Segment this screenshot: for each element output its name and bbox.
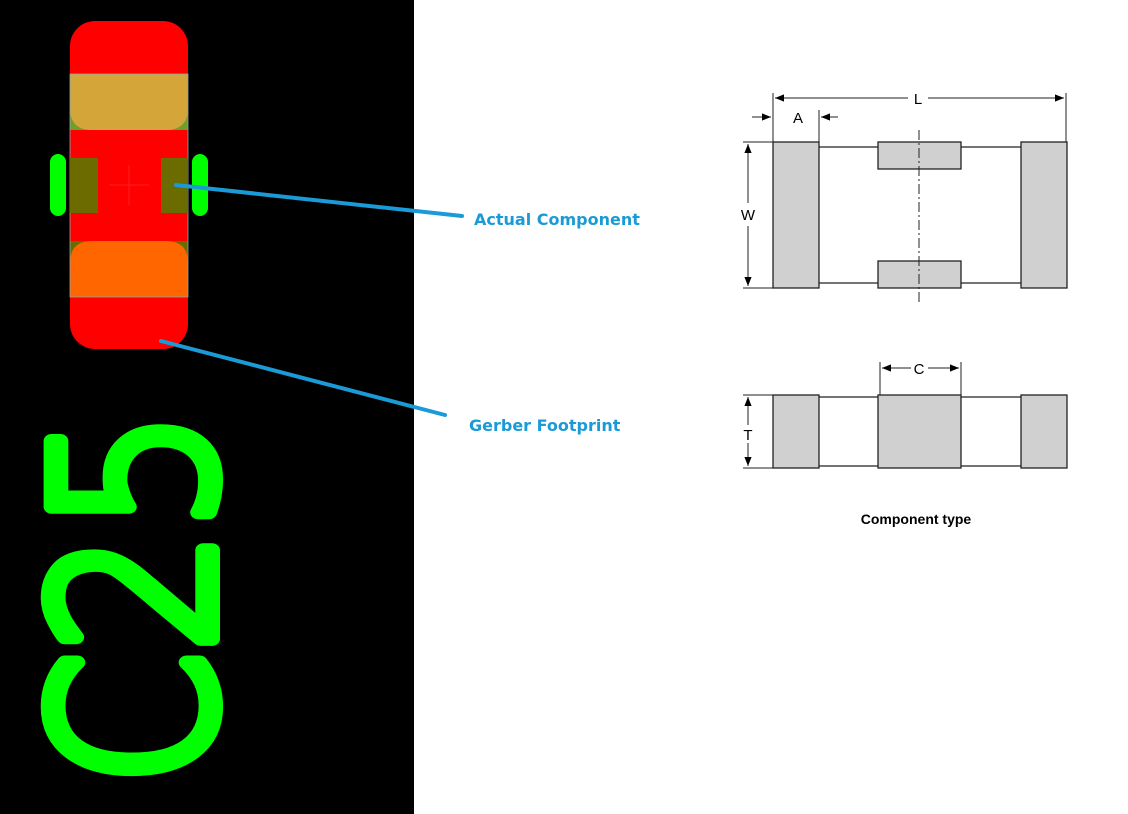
- center-cross-icon: [109, 165, 149, 205]
- gerber-footprint-label: Gerber Footprint: [469, 416, 621, 435]
- dim-T-label: T: [743, 427, 752, 444]
- left-terminal: [772, 141, 820, 289]
- dim-W-label: W: [741, 207, 756, 224]
- top-view-drawing: [743, 93, 1068, 302]
- actual-component-label: Actual Component: [474, 210, 640, 229]
- drawing-caption: Component type: [861, 511, 972, 527]
- dim-L-label: L: [914, 91, 922, 108]
- right-terminal: [1020, 141, 1068, 289]
- left-small-pad: [70, 158, 98, 213]
- gerber-panel: C25: [0, 0, 414, 814]
- dim-C-label: C: [914, 361, 925, 378]
- designator-text: C25: [8, 410, 264, 785]
- leader-lines: [159, 183, 464, 417]
- bottom-component-terminal: [70, 241, 188, 297]
- dim-A-label: A: [793, 110, 803, 127]
- right-silk-mark: [192, 154, 208, 216]
- gerber-footprint-leader: [159, 339, 447, 417]
- left-silk-mark: [50, 154, 66, 216]
- actual-component-leader: [174, 183, 464, 218]
- side-view-drawing: [743, 362, 1068, 469]
- top-component-terminal: [70, 74, 188, 130]
